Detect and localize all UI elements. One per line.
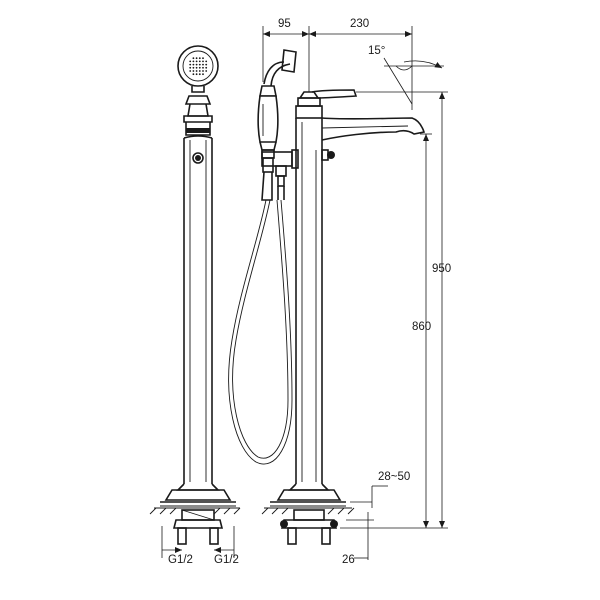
column-front — [183, 135, 213, 484]
nozzle-dot — [189, 70, 192, 72]
dim-label-28-50: 28~50 — [378, 471, 410, 483]
dimension-lines — [161, 26, 448, 560]
nozzle-dot — [198, 60, 201, 63]
front-view — [149, 45, 241, 545]
nozzle-dot — [198, 57, 201, 60]
dim-label-26: 26 — [342, 554, 355, 566]
nozzle-dot — [205, 70, 208, 72]
nozzle-dot — [192, 63, 195, 66]
dim-label-g12-right: G1/2 — [214, 554, 239, 566]
dim-label-15-degree: 15° — [368, 45, 385, 57]
lever-side — [295, 89, 358, 119]
nozzle-dot — [205, 60, 208, 63]
nozzle-dot — [198, 70, 201, 72]
dim-label-230: 230 — [350, 18, 369, 30]
nozzle-dot — [195, 66, 198, 69]
nozzle-dot — [202, 63, 204, 66]
cradle-front — [183, 95, 213, 136]
nozzle-dot — [189, 60, 192, 63]
nozzle-dot — [198, 73, 201, 76]
nozzle-dot — [198, 63, 201, 66]
hose-side — [228, 199, 293, 465]
nozzle-pattern — [189, 57, 208, 76]
floor-fixing-side — [261, 507, 355, 545]
nozzle-dot — [198, 66, 201, 69]
column-side — [295, 117, 426, 484]
handshower-head-front — [177, 45, 219, 93]
base-side — [270, 483, 346, 507]
base-front — [160, 483, 236, 507]
nozzle-dot — [189, 63, 192, 66]
valve-knob-side — [321, 149, 335, 161]
nozzle-dot — [205, 66, 208, 69]
nozzle-dot — [192, 60, 195, 63]
dim-label-g12-left: G1/2 — [168, 554, 193, 566]
dim-label-860: 860 — [412, 321, 431, 333]
dim-label-950: 950 — [432, 263, 451, 275]
nozzle-dot — [205, 63, 208, 66]
nozzle-dot — [195, 73, 198, 76]
nozzle-dot — [202, 73, 204, 76]
diverter-side — [261, 149, 299, 200]
nozzle-dot — [202, 70, 204, 72]
nozzle-dot — [195, 70, 198, 72]
nozzle-dot — [195, 60, 198, 63]
nozzle-dot — [195, 57, 198, 60]
nozzle-dot — [192, 66, 195, 69]
side-view — [228, 49, 426, 545]
nozzle-dot — [202, 57, 204, 60]
nozzle-dot — [202, 66, 204, 69]
nozzle-dot — [192, 57, 195, 60]
nozzle-dot — [189, 66, 192, 69]
dim-label-95: 95 — [278, 18, 291, 30]
nozzle-dot — [195, 63, 198, 66]
handshower-side — [257, 49, 297, 201]
floor-fixing-front — [149, 507, 241, 545]
nozzle-dot — [202, 60, 204, 63]
nozzle-dot — [192, 73, 195, 76]
nozzle-dot — [192, 70, 195, 72]
